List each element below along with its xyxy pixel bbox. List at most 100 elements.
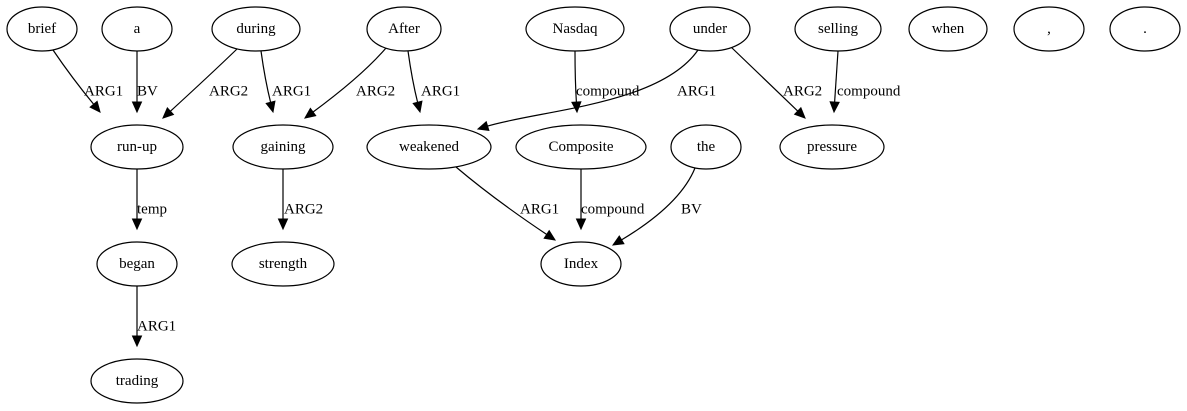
arrowhead-icon <box>611 235 625 246</box>
node-label: Index <box>564 256 599 272</box>
node-shape <box>794 6 882 52</box>
node-label: during <box>236 21 276 37</box>
edge-label: ARG1 <box>677 83 716 99</box>
node-shape <box>90 358 184 404</box>
edge-line <box>260 50 272 104</box>
node-label: . <box>1143 21 1147 37</box>
node-weakened: weakened <box>366 124 492 170</box>
node-the: the <box>670 124 742 170</box>
node-label: strength <box>259 256 308 272</box>
edge-nasdaq-composite: compound <box>571 50 640 114</box>
edge-line <box>169 48 238 113</box>
edge-the-index: BV <box>611 167 702 246</box>
edge-label: ARG1 <box>137 318 176 334</box>
node-shape <box>525 6 625 52</box>
edge-a-run-up: BV <box>131 50 158 114</box>
node-shape <box>670 124 742 170</box>
edge-after-weakened: ARG1 <box>407 50 460 114</box>
edge-label: compound <box>576 83 640 99</box>
node-shape <box>96 241 178 287</box>
edge-label: ARG1 <box>272 83 311 99</box>
node-index: Index <box>540 241 622 287</box>
node-composite: Composite <box>515 124 647 170</box>
edge-line <box>730 46 799 113</box>
node-label: After <box>388 21 420 37</box>
node-label: gaining <box>261 139 306 155</box>
edge-selling-pressure: compound <box>829 50 901 114</box>
arrowhead-icon <box>131 101 143 114</box>
arrowhead-icon <box>575 218 587 231</box>
node-pressure: pressure <box>779 124 885 170</box>
node-shape <box>101 6 173 52</box>
edge-line <box>407 50 419 104</box>
edge-line <box>574 50 578 104</box>
node-during: during <box>211 6 301 52</box>
edge-line <box>486 49 699 127</box>
arrowhead-icon <box>89 100 101 113</box>
node-shape <box>515 124 647 170</box>
edge-run-up-began: temp <box>131 168 167 231</box>
node-comma: , <box>1013 6 1085 52</box>
node-label: Nasdaq <box>553 21 598 37</box>
arrowhead-icon <box>476 120 490 131</box>
node-label: Composite <box>548 139 613 155</box>
node-gaining: gaining <box>232 124 334 170</box>
edge-composite-index: compound <box>575 169 645 231</box>
edge-line <box>311 47 387 114</box>
node-label: brief <box>28 21 56 37</box>
node-after: After <box>366 6 442 52</box>
node-shape <box>366 124 492 170</box>
edge-line <box>620 167 696 241</box>
node-brief: brief <box>6 6 78 52</box>
node-shape <box>669 6 751 52</box>
node-label: pressure <box>807 139 857 155</box>
node-under: under <box>669 6 751 52</box>
node-label: under <box>693 21 727 37</box>
node-a: a <box>101 6 173 52</box>
node-shape <box>366 6 442 52</box>
edge-under-pressure: ARG2 <box>730 46 822 119</box>
arrowhead-icon <box>131 335 143 348</box>
edge-line <box>455 166 548 236</box>
edge-label: ARG1 <box>84 83 123 99</box>
edge-during-gaining: ARG1 <box>260 50 311 114</box>
edge-under-weakened: ARG1 <box>476 49 716 131</box>
node-label: selling <box>818 21 858 37</box>
edge-label: ARG2 <box>284 201 323 217</box>
node-label: run-up <box>117 139 157 155</box>
arrowhead-icon <box>131 218 143 231</box>
edge-label: compound <box>581 201 645 217</box>
edge-line <box>52 49 95 106</box>
node-nasdaq: Nasdaq <box>525 6 625 52</box>
node-shape <box>211 6 301 52</box>
node-run-up: run-up <box>90 124 184 170</box>
node-label: began <box>119 256 155 272</box>
edge-label: compound <box>837 83 901 99</box>
edge-gaining-strength: ARG2 <box>277 168 323 231</box>
edge-during-run-up: ARG2 <box>162 48 248 119</box>
node-strength: strength <box>231 241 335 287</box>
node-shape <box>90 124 184 170</box>
edge-label: ARG1 <box>421 83 460 99</box>
node-shape <box>779 124 885 170</box>
node-shape <box>540 241 622 287</box>
arrowhead-icon <box>304 107 317 119</box>
edge-label: temp <box>137 201 167 217</box>
arrowhead-icon <box>277 218 289 231</box>
edge-label: ARG2 <box>783 83 822 99</box>
node-label: trading <box>116 373 159 389</box>
node-trading: trading <box>90 358 184 404</box>
edge-label: BV <box>681 201 702 217</box>
edge-label: ARG2 <box>356 83 395 99</box>
arrowhead-icon <box>793 106 806 119</box>
edge-label: BV <box>137 83 158 99</box>
edge-began-trading: ARG1 <box>131 285 176 348</box>
node-shape <box>1109 6 1181 52</box>
node-label: , <box>1047 21 1051 37</box>
node-period: . <box>1109 6 1181 52</box>
node-shape <box>231 241 335 287</box>
edge-line <box>833 50 839 104</box>
